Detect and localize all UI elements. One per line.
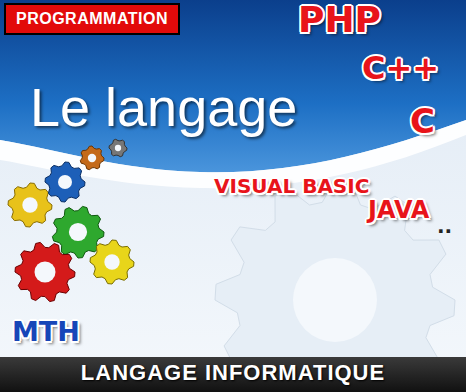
- gear-hole: [58, 175, 72, 189]
- gear-hole: [88, 154, 96, 162]
- bottom-band-ground: [0, 357, 466, 392]
- gear: [52, 206, 104, 258]
- node-text: PROGRAMMATION: [16, 11, 168, 27]
- gear-hole: [22, 197, 37, 212]
- language-name: C++: [362, 52, 439, 84]
- ellipsis-mark: ..: [437, 216, 452, 236]
- title-badge: PROGRAMMATION: [4, 3, 180, 35]
- gear: [45, 162, 85, 202]
- language-name: JAVA: [368, 198, 429, 222]
- language-name: VISUAL BASIC: [214, 176, 369, 196]
- gear: [90, 240, 134, 284]
- bottom-band: LANGAGE INFORMATIQUE: [0, 357, 466, 392]
- gear: [8, 183, 52, 227]
- gear: [15, 242, 75, 301]
- gear-hole: [293, 258, 377, 342]
- gear-hole: [115, 145, 121, 151]
- gear-hole: [69, 223, 87, 241]
- publisher-mark: MTH: [12, 318, 80, 345]
- language-name: C: [410, 104, 435, 138]
- gear-hole: [35, 262, 56, 283]
- gear-cluster: [8, 139, 134, 301]
- gear-hole: [104, 254, 119, 269]
- node-text: LANGAGE INFORMATIQUE: [81, 362, 385, 384]
- gear: [80, 146, 104, 170]
- cover-title: Le langage: [30, 80, 297, 134]
- gear: [109, 139, 127, 156]
- language-name: PHP: [298, 2, 381, 38]
